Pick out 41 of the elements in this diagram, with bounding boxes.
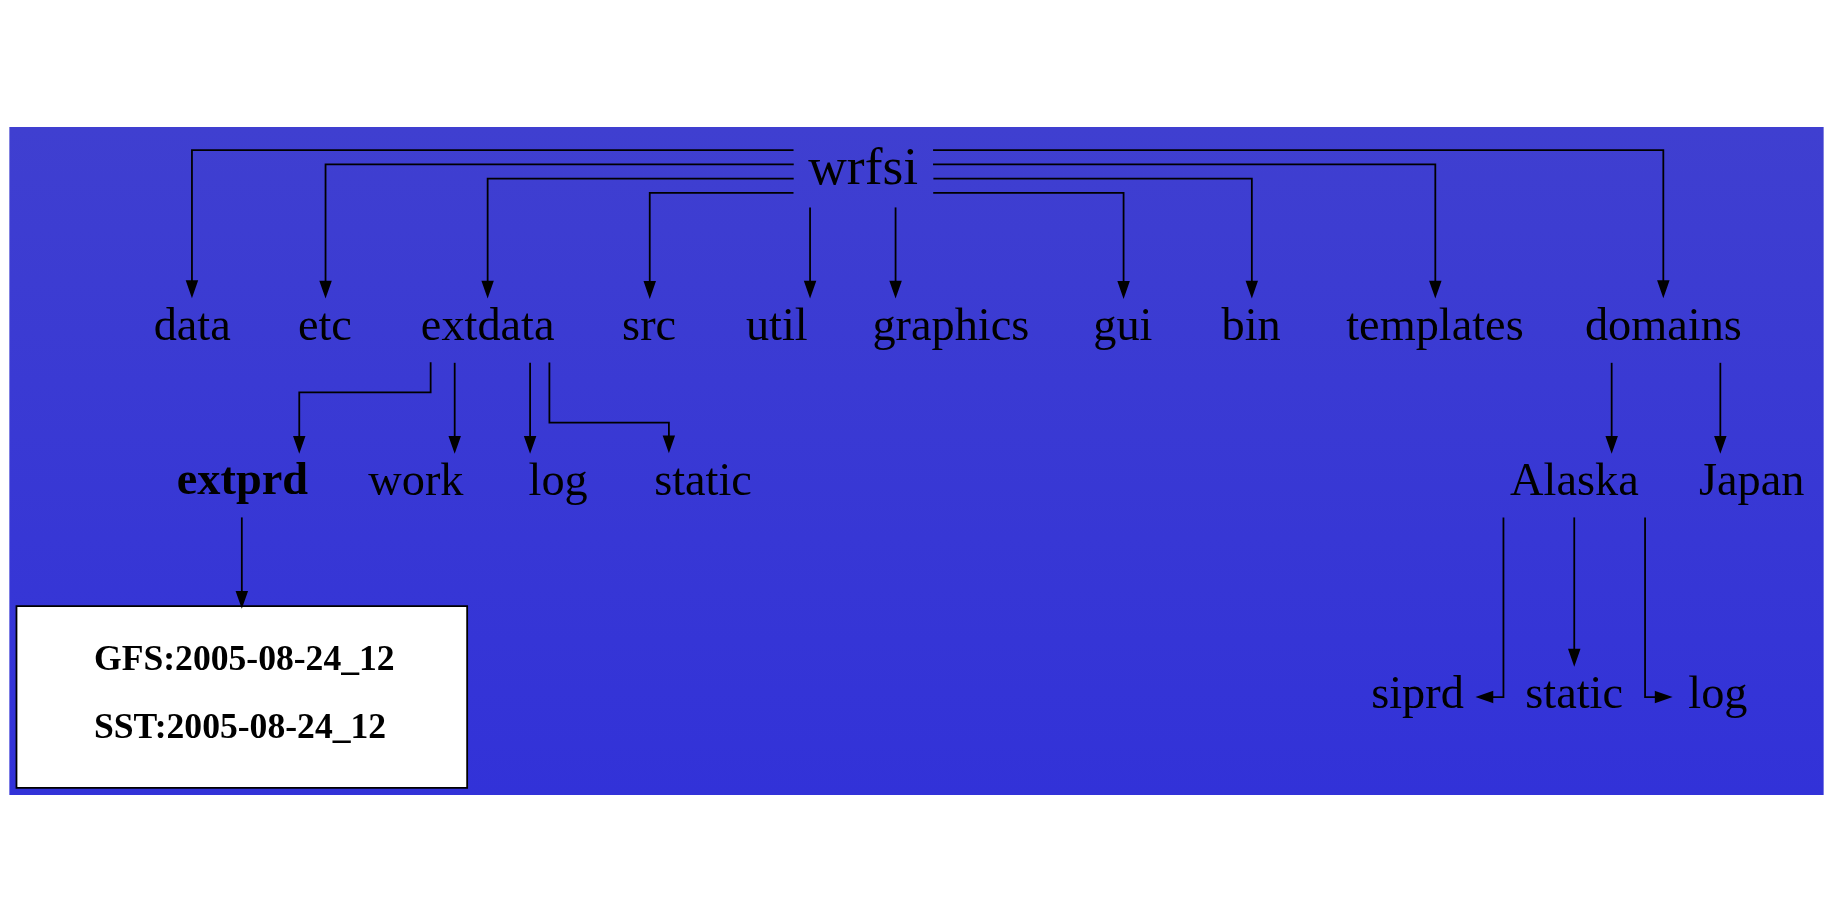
node-text: etc xyxy=(297,299,352,351)
arrow xyxy=(448,361,461,454)
arrow xyxy=(319,163,795,299)
arrow xyxy=(1644,516,1673,704)
node-text: siprd xyxy=(1371,667,1464,719)
node-text: log xyxy=(528,454,588,506)
node-text: bin xyxy=(1221,299,1281,351)
node-text: extdata xyxy=(420,299,555,351)
arrow xyxy=(803,206,817,299)
arrow xyxy=(932,163,1442,299)
node-text: log xyxy=(1688,667,1748,719)
node-box: GFS:2005-08-24_12 SST:2005-08-24_12 xyxy=(15,605,469,789)
arrow xyxy=(235,516,249,609)
arrow xyxy=(932,192,1130,299)
node-text: graphics xyxy=(872,299,1030,351)
arrow xyxy=(185,149,795,299)
node-text: data xyxy=(153,299,231,351)
arrow xyxy=(481,177,795,299)
node-text: domains xyxy=(1584,299,1742,351)
arrow xyxy=(643,192,795,299)
arrow xyxy=(523,361,537,454)
node-text: static xyxy=(1525,667,1623,719)
node-text: gui xyxy=(1093,299,1153,351)
node-text: templates xyxy=(1346,299,1524,351)
arrow xyxy=(932,177,1259,299)
arrow xyxy=(1475,516,1505,704)
arrow xyxy=(889,206,902,299)
arrow xyxy=(548,361,676,454)
arrow xyxy=(1714,361,1727,454)
node-text: extprd xyxy=(176,452,308,504)
arrow xyxy=(932,149,1670,299)
node-text: static xyxy=(654,454,752,506)
node-text: Alaska xyxy=(1510,454,1639,506)
node-text: src xyxy=(622,299,677,351)
node-text: wrfsi xyxy=(808,136,919,196)
arrow xyxy=(1605,361,1618,454)
arrow xyxy=(293,361,432,454)
node-text: work xyxy=(368,454,464,506)
arrow xyxy=(1568,516,1581,667)
node-text: util xyxy=(745,299,808,351)
node-text: Japan xyxy=(1698,454,1805,506)
